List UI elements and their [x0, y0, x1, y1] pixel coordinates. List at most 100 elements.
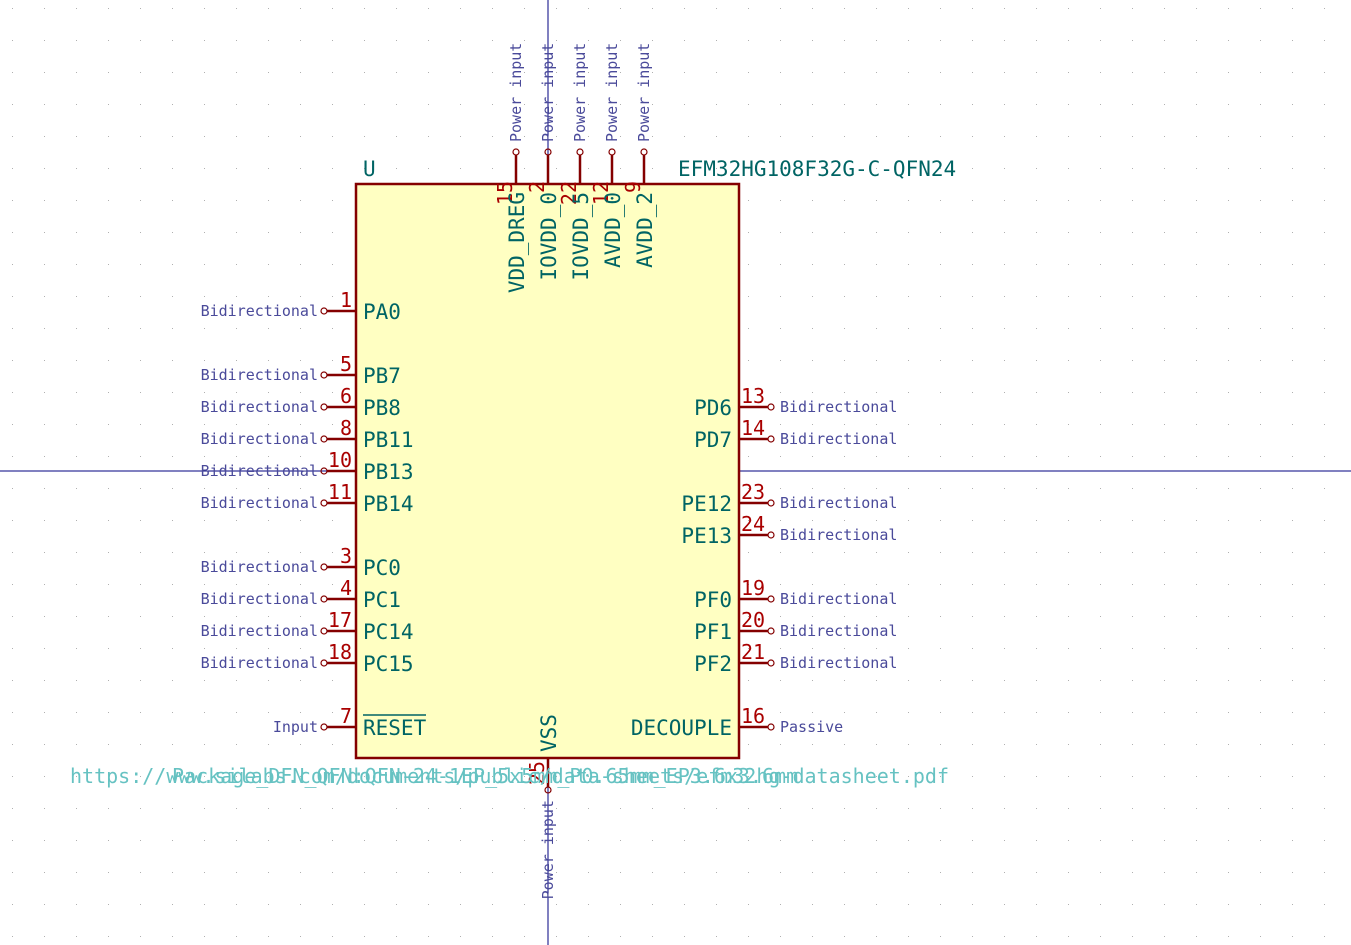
- pin-type: Bidirectional: [201, 302, 318, 320]
- pin-endpoint[interactable]: [767, 531, 775, 539]
- footprint-field[interactable]: Package_DFN_QFN:QFN-24-1EP_5x5mm_P0.65mm…: [172, 764, 798, 788]
- pin-number: 5: [340, 352, 352, 376]
- pin-name: IOVDD_0: [537, 192, 561, 281]
- pin-endpoint[interactable]: [320, 371, 328, 379]
- pin-number: 1: [340, 288, 352, 312]
- pin-endpoint[interactable]: [320, 723, 328, 731]
- pin-number: 7: [340, 704, 352, 728]
- pin-endpoint[interactable]: [767, 723, 775, 731]
- pin-name: PB8: [363, 396, 401, 420]
- pin-endpoint[interactable]: [767, 403, 775, 411]
- pin-endpoint[interactable]: [320, 307, 328, 315]
- pin-type: Bidirectional: [780, 526, 897, 544]
- pin-number: 4: [340, 576, 352, 600]
- pin-number: 8: [340, 416, 352, 440]
- pin-endpoint[interactable]: [320, 403, 328, 411]
- pin-number: 21: [741, 640, 765, 664]
- pin-endpoint[interactable]: [544, 786, 552, 794]
- pin-endpoint[interactable]: [640, 148, 648, 156]
- pin-endpoint[interactable]: [320, 659, 328, 667]
- pin-name: PD6: [694, 396, 732, 420]
- pin-endpoint[interactable]: [320, 499, 328, 507]
- pin-name: PB11: [363, 428, 414, 452]
- pin-type: Bidirectional: [201, 366, 318, 384]
- pin-name: PE12: [681, 492, 732, 516]
- pin-name: PA0: [363, 300, 401, 324]
- pin-number: 18: [328, 640, 352, 664]
- pin-type: Power input: [507, 43, 525, 142]
- pin-endpoint[interactable]: [320, 467, 328, 475]
- pin-endpoint[interactable]: [767, 659, 775, 667]
- pin-number: 9: [621, 181, 645, 193]
- pin-type: Power input: [539, 43, 557, 142]
- pin-name: IOVDD_5: [569, 192, 593, 281]
- pin-endpoint[interactable]: [767, 627, 775, 635]
- pin-number: 10: [328, 448, 352, 472]
- pin-type: Bidirectional: [780, 590, 897, 608]
- pin-number: 13: [741, 384, 765, 408]
- pin-type: Power input: [635, 43, 653, 142]
- pin-number: 20: [741, 608, 765, 632]
- pin-name: PC1: [363, 588, 401, 612]
- pin-endpoint[interactable]: [767, 499, 775, 507]
- pin-endpoint[interactable]: [320, 627, 328, 635]
- pin-number: 25: [525, 761, 549, 785]
- pin-type: Bidirectional: [780, 430, 897, 448]
- pin-endpoint[interactable]: [608, 148, 616, 156]
- pin-endpoint[interactable]: [320, 595, 328, 603]
- pin-number: 17: [328, 608, 352, 632]
- pin-name: PF2: [694, 652, 732, 676]
- pin-name: VDD_DREG: [505, 192, 529, 293]
- pin-type: Bidirectional: [201, 494, 318, 512]
- pin-name: PC15: [363, 652, 414, 676]
- pin-name: PD7: [694, 428, 732, 452]
- pin-type: Bidirectional: [780, 398, 897, 416]
- pin-endpoint[interactable]: [512, 148, 520, 156]
- pin-endpoint[interactable]: [320, 563, 328, 571]
- reference-designator[interactable]: U: [363, 157, 376, 181]
- pin-number: 16: [741, 704, 765, 728]
- pin-type: Input: [273, 718, 318, 736]
- datasheet-field[interactable]: https://www.silabs.com/documents/public/…: [70, 764, 949, 788]
- pin-number: 12: [589, 181, 613, 205]
- pin-number: 14: [741, 416, 765, 440]
- component-value[interactable]: EFM32HG108F32G-C-QFN24: [678, 157, 956, 181]
- pin-type: Bidirectional: [201, 622, 318, 640]
- pin-number: 23: [741, 480, 765, 504]
- pin-name: DECOUPLE: [631, 716, 732, 740]
- pin-type: Bidirectional: [780, 622, 897, 640]
- pin-endpoint[interactable]: [767, 435, 775, 443]
- pin-endpoint[interactable]: [767, 595, 775, 603]
- pin-type: Power input: [571, 43, 589, 142]
- pin-endpoint[interactable]: [544, 148, 552, 156]
- pin-endpoint[interactable]: [320, 435, 328, 443]
- pin-endpoint[interactable]: [576, 148, 584, 156]
